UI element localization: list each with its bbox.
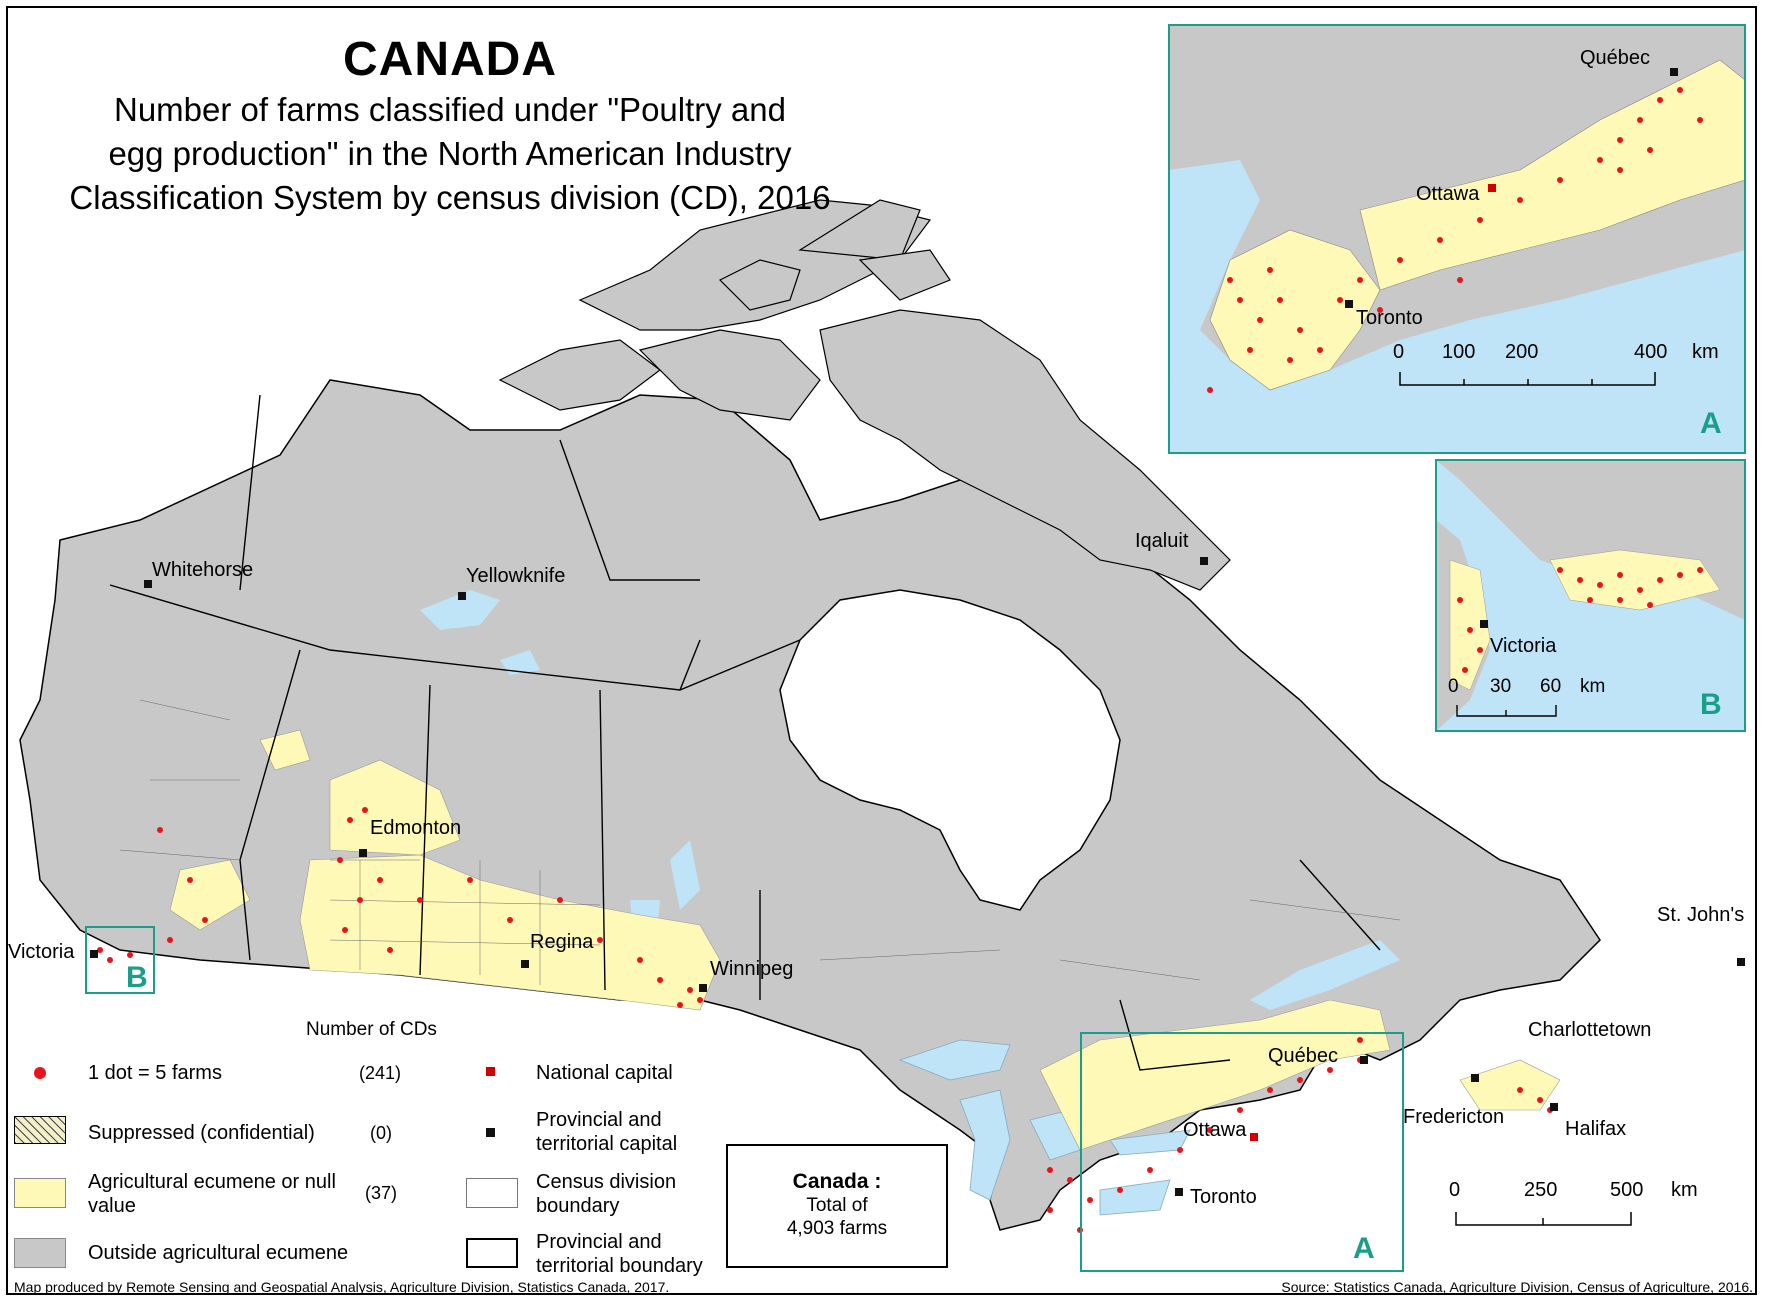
legend-count-dot: (241) xyxy=(359,1063,402,1083)
inset-b-frame-main xyxy=(85,926,155,994)
inset-a-city-toronto: Toronto xyxy=(1356,307,1423,329)
legend-label-provincial-boundary: Provincial and territorial boundary xyxy=(536,1231,703,1277)
legend-provincial-boundary-swatch xyxy=(466,1238,518,1268)
city-label-quebec: Québec xyxy=(1268,1045,1338,1067)
total-line1: Total of xyxy=(806,1195,868,1216)
national-capital-marker xyxy=(1250,1133,1258,1141)
legend-label-suppressed: Suppressed (confidential) xyxy=(88,1122,315,1144)
svg-text:km: km xyxy=(1580,676,1605,697)
svg-text:30: 30 xyxy=(1490,676,1511,697)
svg-text:200: 200 xyxy=(1505,341,1538,363)
inset-b-label-main: B xyxy=(126,961,148,994)
legend-label-cd-boundary: Census division boundary xyxy=(536,1171,677,1217)
city-label-toronto: Toronto xyxy=(1190,1186,1257,1208)
map-title: CANADA xyxy=(343,33,557,86)
total-line2: 4,903 farms xyxy=(786,1218,888,1239)
legend-label-ecumene: Agricultural ecumene or null value xyxy=(88,1171,336,1217)
svg-text:250: 250 xyxy=(1524,1179,1557,1201)
city-label-edmonton: Edmonton xyxy=(370,817,461,839)
legend-count-ecumene: (37) xyxy=(365,1183,398,1203)
legend-suppressed-swatch xyxy=(14,1116,66,1144)
inset-a-city-ottawa: Ottawa xyxy=(1416,183,1480,205)
legend-label-dot: 1 dot = 5 farms xyxy=(88,1062,222,1084)
inset-b-city-victoria: Victoria xyxy=(1490,635,1557,657)
city-label-fredericton: Fredericton xyxy=(1403,1106,1504,1128)
inset-a: Québec Ottawa Toronto 0 100 200 400 km A xyxy=(1168,24,1746,454)
svg-text:100: 100 xyxy=(1442,341,1475,363)
mainland xyxy=(19,379,1601,1231)
legend-cd-boundary-swatch xyxy=(466,1178,518,1208)
legend-dot-icon xyxy=(34,1067,46,1079)
svg-text:km: km xyxy=(1671,1179,1698,1201)
inset-a-label-main: A xyxy=(1353,1232,1375,1265)
lakes xyxy=(420,590,1400,1010)
footer-source: Source: Statistics Canada, Agriculture D… xyxy=(1281,1279,1753,1295)
inset-a-letter: A xyxy=(1700,407,1722,440)
inset-a-frame-main xyxy=(1080,1032,1404,1272)
legend-count-suppressed: (0) xyxy=(370,1123,392,1143)
agricultural-ecumene xyxy=(169,729,1561,1151)
city-label-iqaluit: Iqaluit xyxy=(1135,530,1189,552)
legend-label-provincial-capital: Provincial and territorial capital xyxy=(536,1109,678,1155)
footer-credit: Map produced by Remote Sensing and Geosp… xyxy=(14,1279,670,1295)
hudson-bay xyxy=(779,589,1121,911)
legend-outside-swatch xyxy=(14,1238,66,1268)
inset-b-letter: B xyxy=(1700,688,1722,721)
farm-dots xyxy=(97,807,1553,1233)
city-label-halifax: Halifax xyxy=(1565,1118,1626,1140)
legend-label-outside: Outside agricultural ecumene xyxy=(88,1242,349,1264)
city-label-victoria: Victoria xyxy=(8,941,75,963)
city-label-winnipeg: Winnipeg xyxy=(710,958,793,980)
city-label-whitehorse: Whitehorse xyxy=(152,559,253,581)
main-scale-bar: 0 250 500 km xyxy=(1449,1179,1698,1226)
arctic-islands xyxy=(498,199,1231,591)
total-heading: Canada : xyxy=(792,1170,882,1193)
city-label-charlottetown: Charlottetown xyxy=(1528,1019,1651,1041)
svg-text:0: 0 xyxy=(1449,1179,1460,1201)
city-label-stjohns: St. John's xyxy=(1657,904,1744,926)
svg-text:0: 0 xyxy=(1393,341,1404,363)
svg-text:km: km xyxy=(1692,341,1719,363)
legend-count-header: Number of CDs xyxy=(306,1019,437,1040)
map-subtitle: Number of farms classified under "Poultr… xyxy=(69,91,831,216)
svg-text:400: 400 xyxy=(1634,341,1667,363)
census-division-boundaries xyxy=(119,699,1401,985)
inset-b: Victoria 0 30 60 km B xyxy=(1435,459,1746,732)
svg-text:60: 60 xyxy=(1540,676,1561,697)
city-label-ottawa: Ottawa xyxy=(1183,1119,1247,1141)
legend-national-capital-icon xyxy=(486,1067,495,1076)
inset-a-city-quebec: Québec xyxy=(1580,47,1650,69)
svg-text:500: 500 xyxy=(1610,1179,1643,1201)
city-label-yellowknife: Yellowknife xyxy=(466,565,565,587)
legend-provincial-capital-icon xyxy=(486,1128,495,1137)
city-label-regina: Regina xyxy=(530,931,594,953)
total-farms-box: Canada : Total of 4,903 farms xyxy=(726,1144,948,1268)
capital-markers xyxy=(90,557,1745,1196)
svg-text:0: 0 xyxy=(1448,676,1459,697)
legend-ecumene-swatch xyxy=(14,1178,66,1208)
legend-label-national-capital: National capital xyxy=(536,1062,673,1084)
